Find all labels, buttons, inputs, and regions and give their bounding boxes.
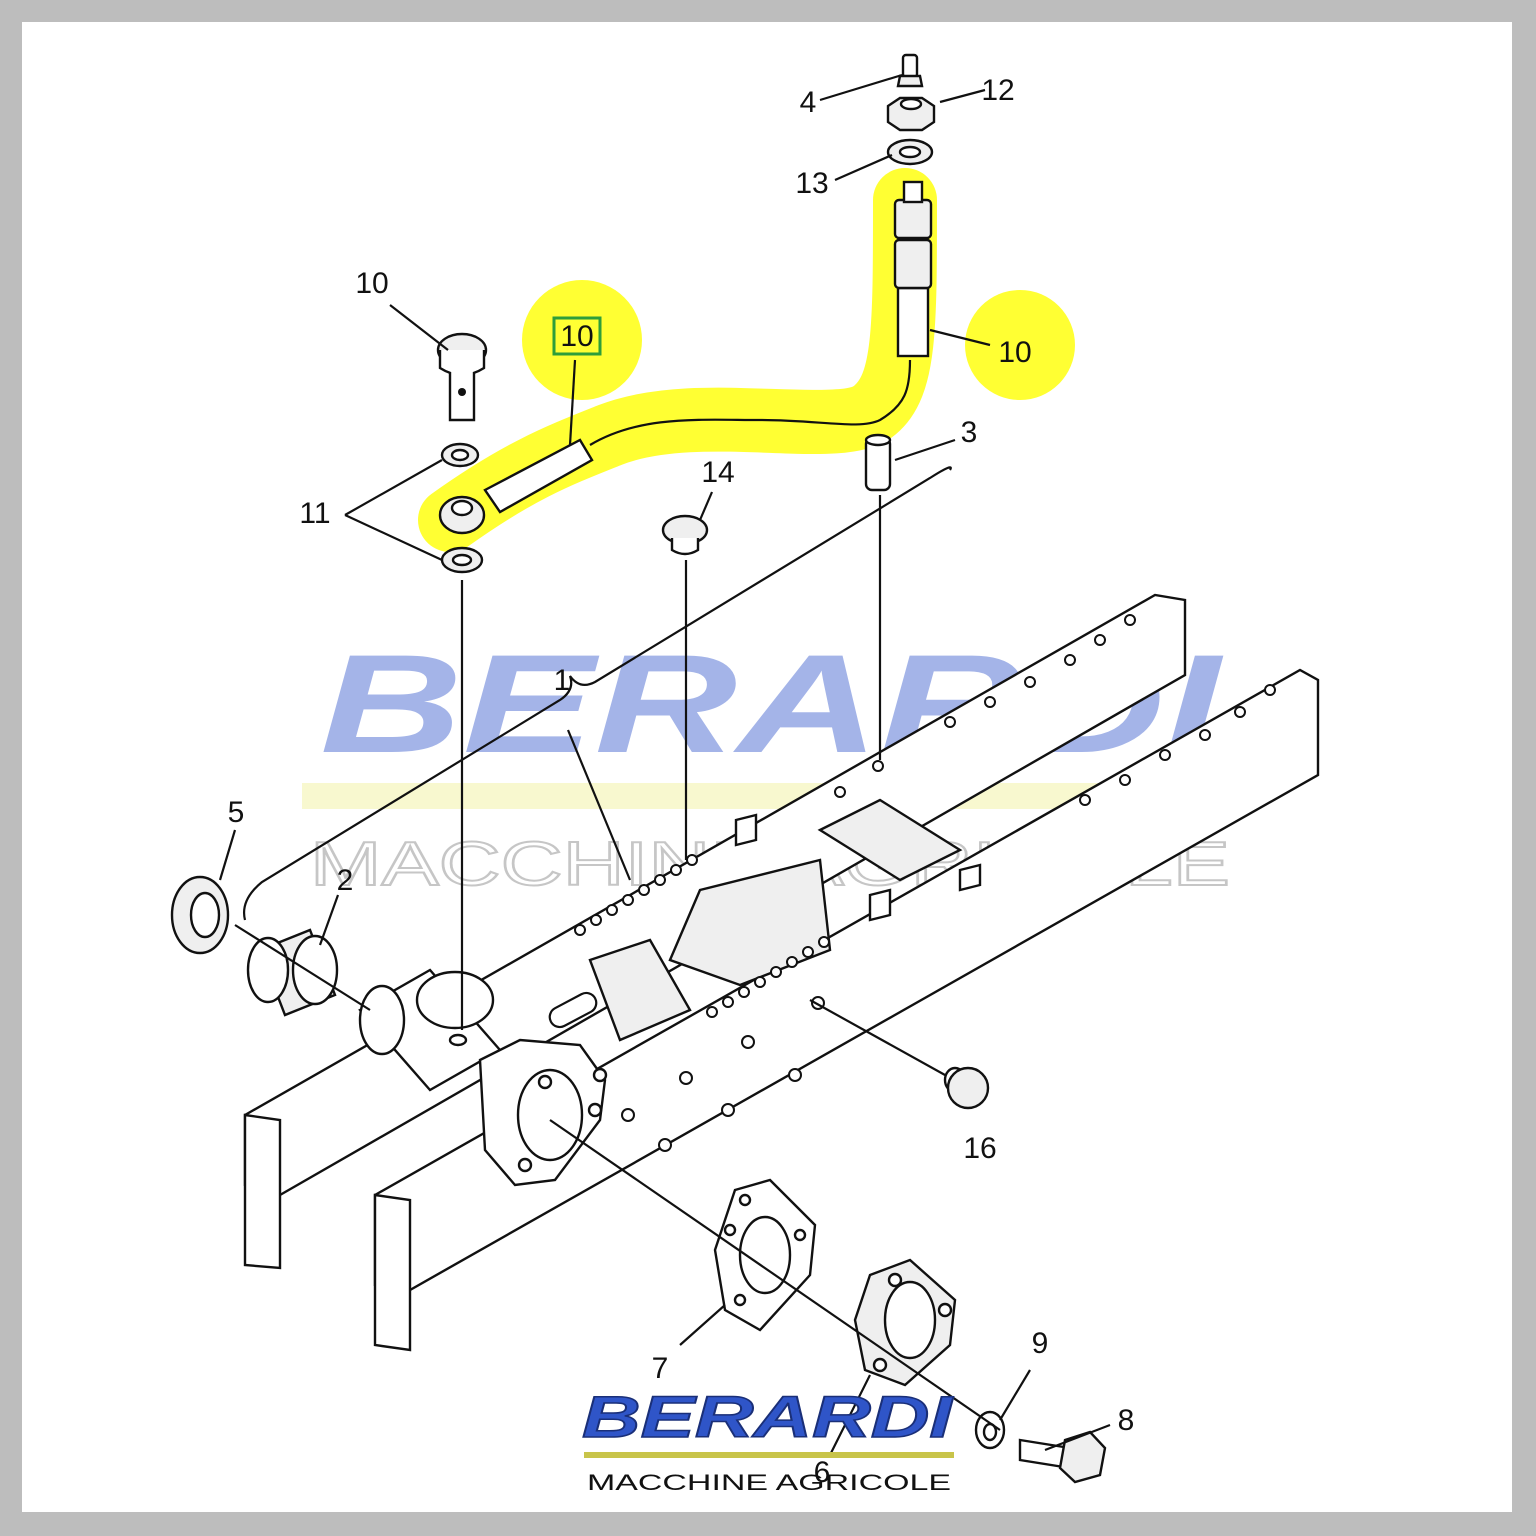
bush-front bbox=[291, 934, 339, 1006]
callout-6: 6 bbox=[814, 1456, 831, 1489]
callout-5: 5 bbox=[228, 796, 245, 829]
gasket-bore bbox=[738, 1215, 792, 1295]
part-7-gasket bbox=[713, 1178, 817, 1332]
callout-16: 16 bbox=[963, 1132, 996, 1165]
drawing-sheet: BERARDI MACCHINE AGRICOLE bbox=[22, 22, 1512, 1512]
leader-lines bbox=[218, 73, 1111, 1456]
callout-1: 1 bbox=[554, 664, 571, 697]
exploded-parts-diagram: BERARDI MACCHINE AGRICOLE bbox=[170, 53, 1320, 1495]
bracket bbox=[868, 888, 892, 922]
callout-14: 13 bbox=[795, 167, 828, 200]
shaft-end bbox=[358, 984, 406, 1056]
part-15-plug bbox=[661, 514, 709, 556]
part-14-lockwasher bbox=[886, 138, 934, 166]
plug-16-cap bbox=[946, 1066, 990, 1110]
housing-top bbox=[415, 970, 495, 1030]
part-6-flange bbox=[853, 1258, 957, 1387]
part-4-grease-nipple bbox=[896, 53, 924, 88]
hose-end-thread bbox=[902, 180, 924, 204]
berardi-logo: BERARDI MACCHINE AGRICOLE bbox=[581, 1384, 955, 1495]
bolt-head bbox=[1058, 1430, 1107, 1484]
callout-11: 10 bbox=[355, 267, 388, 300]
callout-10-right: 10 bbox=[998, 336, 1031, 369]
part-5-seal bbox=[170, 875, 230, 955]
part-12-washers bbox=[440, 442, 484, 574]
hose-end-nut bbox=[893, 238, 933, 290]
front-box bbox=[588, 938, 692, 1042]
hose-end-sleeve bbox=[896, 286, 930, 358]
slot bbox=[548, 991, 598, 1029]
part-3-sleeve bbox=[864, 433, 892, 492]
callout-12: 11 bbox=[299, 497, 330, 530]
callout-10-box bbox=[552, 316, 602, 356]
center-box bbox=[668, 858, 832, 987]
nipple-tip bbox=[901, 53, 919, 79]
callout-2: 2 bbox=[337, 864, 354, 897]
flange-bore bbox=[516, 1068, 584, 1162]
callouts: 4 12 13 10 10 10 11 3 14 1 5 2 16 7 9 8 … bbox=[228, 74, 1135, 1489]
callout-9: 9 bbox=[1032, 1327, 1049, 1360]
part-9-washer bbox=[974, 1410, 1006, 1450]
bracket bbox=[958, 863, 982, 892]
label-highlight-left bbox=[522, 280, 642, 400]
logo-subtitle: MACCHINE AGRICOLE bbox=[587, 1470, 951, 1495]
callout-3: 3 bbox=[961, 416, 978, 449]
hose-line bbox=[589, 359, 912, 446]
flange-center bbox=[883, 1280, 937, 1360]
housing-hole bbox=[448, 1033, 468, 1047]
rear-box bbox=[817, 798, 963, 882]
part-10-hose bbox=[438, 180, 933, 535]
callout-10-left: 10 bbox=[560, 320, 593, 353]
logo-brand: BERARDI bbox=[582, 1385, 955, 1450]
hose-fitting-tube bbox=[483, 438, 594, 514]
front-rail-end bbox=[373, 1193, 412, 1352]
callout-4: 4 bbox=[800, 86, 817, 119]
seal-inner bbox=[189, 891, 221, 939]
part-13-nut bbox=[886, 96, 936, 132]
bracket bbox=[734, 813, 758, 847]
bush-end bbox=[246, 936, 290, 1004]
part-11-banjo-bolt bbox=[436, 332, 488, 422]
pivot-assembly bbox=[358, 968, 608, 1187]
callout-13: 12 bbox=[981, 74, 1014, 107]
callout-7: 7 bbox=[652, 1352, 669, 1385]
rear-rail-end bbox=[243, 1113, 282, 1270]
part-16-plug bbox=[943, 1066, 990, 1110]
callout-15: 14 bbox=[701, 456, 734, 489]
nut bbox=[886, 96, 936, 132]
plug-15-stem bbox=[670, 538, 700, 556]
hole-rows bbox=[574, 614, 1276, 1152]
hose-end-hex bbox=[893, 198, 933, 240]
part-8-bolt bbox=[1018, 1430, 1107, 1484]
logo-rule bbox=[584, 1452, 954, 1458]
callout-8: 8 bbox=[1118, 1404, 1135, 1437]
label-highlight-right bbox=[965, 290, 1075, 400]
